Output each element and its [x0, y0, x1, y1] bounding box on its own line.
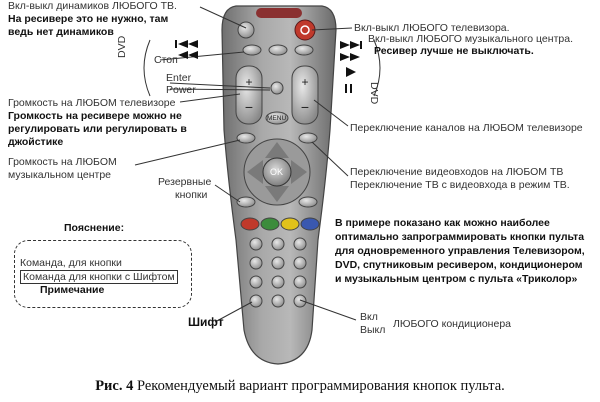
volume-note-line3: джойстике [8, 136, 64, 148]
example-line2: оптимально запрограммировать кнопки пуль… [335, 231, 585, 243]
dvd-bracket-right [373, 39, 381, 97]
dpad [243, 138, 311, 206]
numeric-keypad [249, 237, 307, 308]
volume-note-line2: регулировать или регулировать в [8, 123, 187, 135]
fast-rewind-icon [178, 51, 198, 59]
stop-label: Стоп [154, 54, 178, 66]
channel-rocker [291, 65, 319, 125]
music-power-label: Вкл-выкл ЛЮБОГО музыкального центра. [368, 33, 573, 45]
legend-cmd-button: Команда, для кнопки [20, 257, 122, 269]
dvd-label-left: DVD [116, 35, 128, 58]
dvd-label-right: DVD [368, 82, 380, 105]
speaker-note-line2: ведь нет динамиков [8, 26, 114, 38]
video-inputs-line2: Переключение ТВ с видеовхода в режим ТВ. [350, 179, 570, 191]
example-line3: для одновременного управления Телевизоро… [335, 245, 585, 257]
example-line4: DVD, спутниковым ресивером, кондиционеро… [335, 259, 583, 271]
volume-note-line1: Громкость на ресивере можно не [8, 110, 182, 122]
menu-label: MENU [267, 115, 287, 122]
tv-power-label: Вкл-выкл ЛЮБОГО телевизора. [354, 22, 510, 34]
reserve-label-line1: Резервные [158, 176, 212, 188]
receiver-note: Ресивер лучше не выключать. [374, 45, 534, 57]
svg-text:+: + [245, 75, 252, 89]
ok-label: OK [270, 167, 284, 177]
speaker-note-line1: На ресивере это не нужно, там [8, 13, 169, 25]
power-label: Power [166, 84, 196, 96]
svg-text:+: + [301, 75, 308, 89]
ac-label: ЛЮБОГО кондиционера [393, 318, 511, 330]
caption-prefix: Рис. 4 [95, 378, 134, 394]
video-inputs-line1: Переключение видеовходов на ЛЮБОМ ТВ [350, 166, 564, 178]
music-volume-line1: Громкость на ЛЮБОМ [8, 156, 117, 168]
example-line1: В примере показано как можно наиболее [335, 217, 550, 229]
figure-caption: Рис. 4 Рекомендуемый вариант программиро… [0, 378, 600, 395]
connector-lines [134, 6, 357, 323]
example-line5: и музыкальным центром с пульта «Триколор… [335, 273, 578, 285]
enter-label: Enter [166, 72, 192, 84]
legend-note: Примечание [40, 284, 105, 296]
dvd-bracket-left [143, 39, 151, 97]
color-buttons [240, 217, 320, 231]
reserve-label-line2: кнопки [175, 189, 208, 201]
legend-box [14, 240, 192, 308]
speaker-toggle-label: Вкл-выкл динамиков ЛЮБОГО ТВ. [8, 0, 177, 12]
remote-top-indicator [256, 8, 302, 18]
pause-icon [345, 84, 352, 93]
next-icon [340, 41, 362, 49]
shift-label: Шифт [188, 315, 224, 329]
ac-on-label: Вкл [360, 311, 378, 323]
top-buttons [237, 19, 316, 56]
caption-text: Рекомендуемый вариант программирования к… [133, 378, 505, 394]
ac-off-label: Выкл [360, 324, 386, 336]
channel-label: Переключение каналов на ЛЮБОМ телевизоре [350, 122, 583, 134]
svg-text:−: − [245, 99, 253, 115]
fast-forward-icon [340, 53, 360, 61]
rewind-icon [175, 40, 198, 48]
explanation-heading: Пояснение: [64, 222, 125, 234]
music-volume-line2: музыкальном центре [8, 169, 112, 181]
tv-volume-label: Громкость на ЛЮБОМ телевизоре [8, 97, 176, 109]
svg-text:−: − [301, 99, 309, 115]
legend-cmd-shift: Команда для кнопки с Шифтом [20, 270, 178, 284]
play-icon [346, 67, 356, 77]
